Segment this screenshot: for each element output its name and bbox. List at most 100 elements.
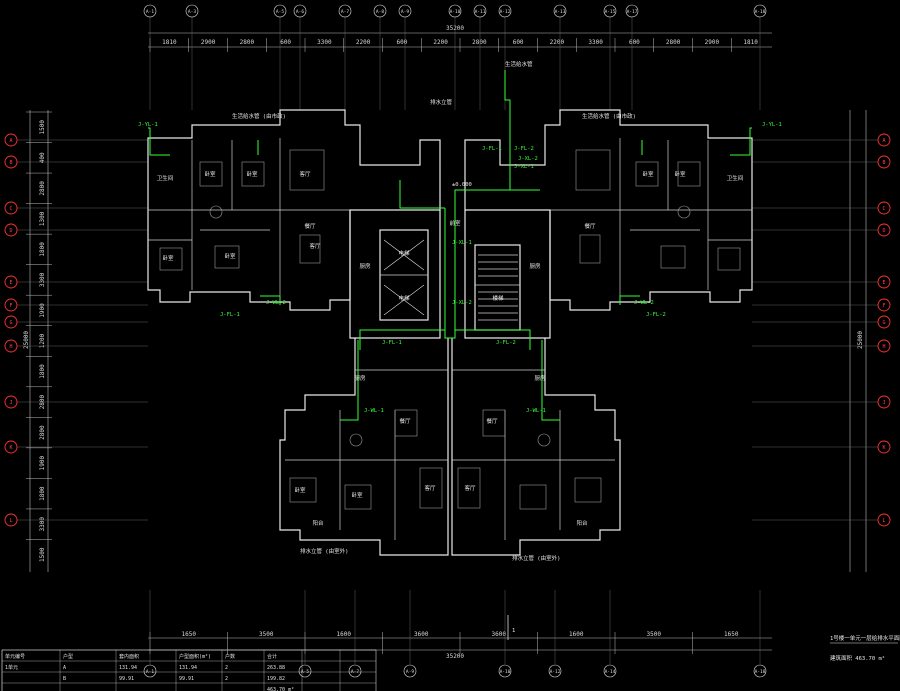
bottom-dimension-value: 1600 [569,631,584,638]
bottom-axis-bubble [298,664,312,678]
side-axis-label: B [9,160,12,166]
side-axis-label: F [9,303,12,309]
pipe-label: J-WL-2 [266,300,286,306]
left-dimension-value: 400 [39,152,46,163]
room-label: 卧室 [674,170,686,178]
bottom-axis-bubble [403,664,417,678]
top-axis-label: A-1 [146,9,154,15]
top-dimension-value: 2200 [356,39,371,46]
table-header-cell: 户型 [63,653,73,660]
side-axis-bubble [877,513,891,527]
table-header-cell: 套内面积 [119,653,139,660]
room-label: 卧室 [642,170,654,178]
side-axis-label: L [882,518,885,524]
top-dimension-value: 1810 [162,39,177,46]
side-axis-label: E [882,280,885,286]
room-label: 卧室 [294,486,306,494]
room-label: 厨房 [534,374,546,382]
bottom-axis-label: A-10 [500,669,511,675]
top-axis-bubble [143,4,157,18]
bottom-dimension-value: 3500 [259,631,274,638]
table-header-cell: 户数 [225,653,235,660]
table-cell: 2 [225,665,228,671]
left-dimension-strip: 25000 1500400280013001800330019001200180… [4,110,148,572]
top-axis-bubble [273,4,287,18]
side-axis-bubble [4,339,18,353]
bottom-dimension-value: 3500 [647,631,662,638]
top-dimension-value: 1810 [743,39,758,46]
side-axis-label: G [9,320,12,326]
side-axis-bubble [4,201,18,215]
total-dimension-bottom: 35200 [446,653,464,660]
table-header-cell: 户型面积(m²) [179,653,211,660]
annotation-text: 排水立管 (由室外) [512,554,560,562]
top-axis-bubble [625,4,639,18]
top-axis-bubble [338,4,352,18]
top-dimension-value: 2800 [240,39,255,46]
bottom-axis-bubble [548,664,562,678]
top-axis-label: A-17 [627,9,638,15]
table-cell: A [63,665,66,671]
room-label: 楼梯 [492,294,504,302]
side-axis-label: H [9,344,12,350]
room-label: 厨房 [354,374,366,382]
top-axis-label: A-18 [755,9,766,15]
north-marker-label: 1 [512,628,515,634]
top-axis-bubble [185,4,199,18]
side-axis-bubble [4,298,18,312]
side-axis-bubble [4,315,18,329]
left-dimension-value: 1300 [39,211,46,226]
room-label: 电梯 [398,294,410,302]
left-dimension-value: 1900 [39,456,46,471]
room-label: 餐厅 [486,417,498,425]
top-axis-bubble [603,4,617,18]
room-label: 卧室 [204,170,216,178]
top-axis-label: A-5 [276,9,284,15]
table-header-cell: 单元编号 [5,653,25,660]
top-axis-label: A-11 [475,9,486,15]
room-label: 厨房 [529,262,541,270]
side-axis-bubble [4,275,18,289]
room-label: 客厅 [309,242,321,250]
pipe-label: J-FL-2 [646,312,666,318]
left-dimension-value: 1800 [39,486,46,501]
left-dimension-value: 1800 [39,364,46,379]
top-axis-bubble [753,4,767,18]
top-axis-bubble [498,4,512,18]
annotation-text: 排水立管 (由室外) [300,547,348,555]
left-dimension-value: 1900 [39,303,46,318]
top-dimension-value: 3300 [317,39,332,46]
side-axis-label: C [882,206,885,212]
room-label: 卧室 [224,252,236,260]
side-axis-label: K [9,445,12,451]
table-header-cell: 合计 [267,653,277,660]
side-axis-bubble [4,155,18,169]
annotation-text: 排水立管 [430,98,453,106]
top-dimension-value: 3300 [588,39,603,46]
top-axis-label: A-9 [401,9,409,15]
pipe-label: J-XL-1 [514,164,534,170]
room-label: 前室 [449,219,461,227]
side-axis-bubble [877,201,891,215]
room-label: 电梯 [398,249,410,257]
pipe-label: J-YL-1 [762,122,782,128]
top-axis-label: A-6 [296,9,304,15]
room-label: 阳台 [312,519,324,527]
top-axis-label: A-10 [450,9,461,15]
side-axis-label: L [9,518,12,524]
table-cell: 99.91 [119,676,134,682]
side-axis-bubble [877,275,891,289]
side-axis-label: J [882,400,885,406]
room-label: 卫生间 [157,174,174,182]
furniture [159,149,741,510]
pipe-label: J-FL-1 [382,340,402,346]
table-cell: 199.82 [267,676,285,682]
top-dimension-value: 2900 [705,39,720,46]
